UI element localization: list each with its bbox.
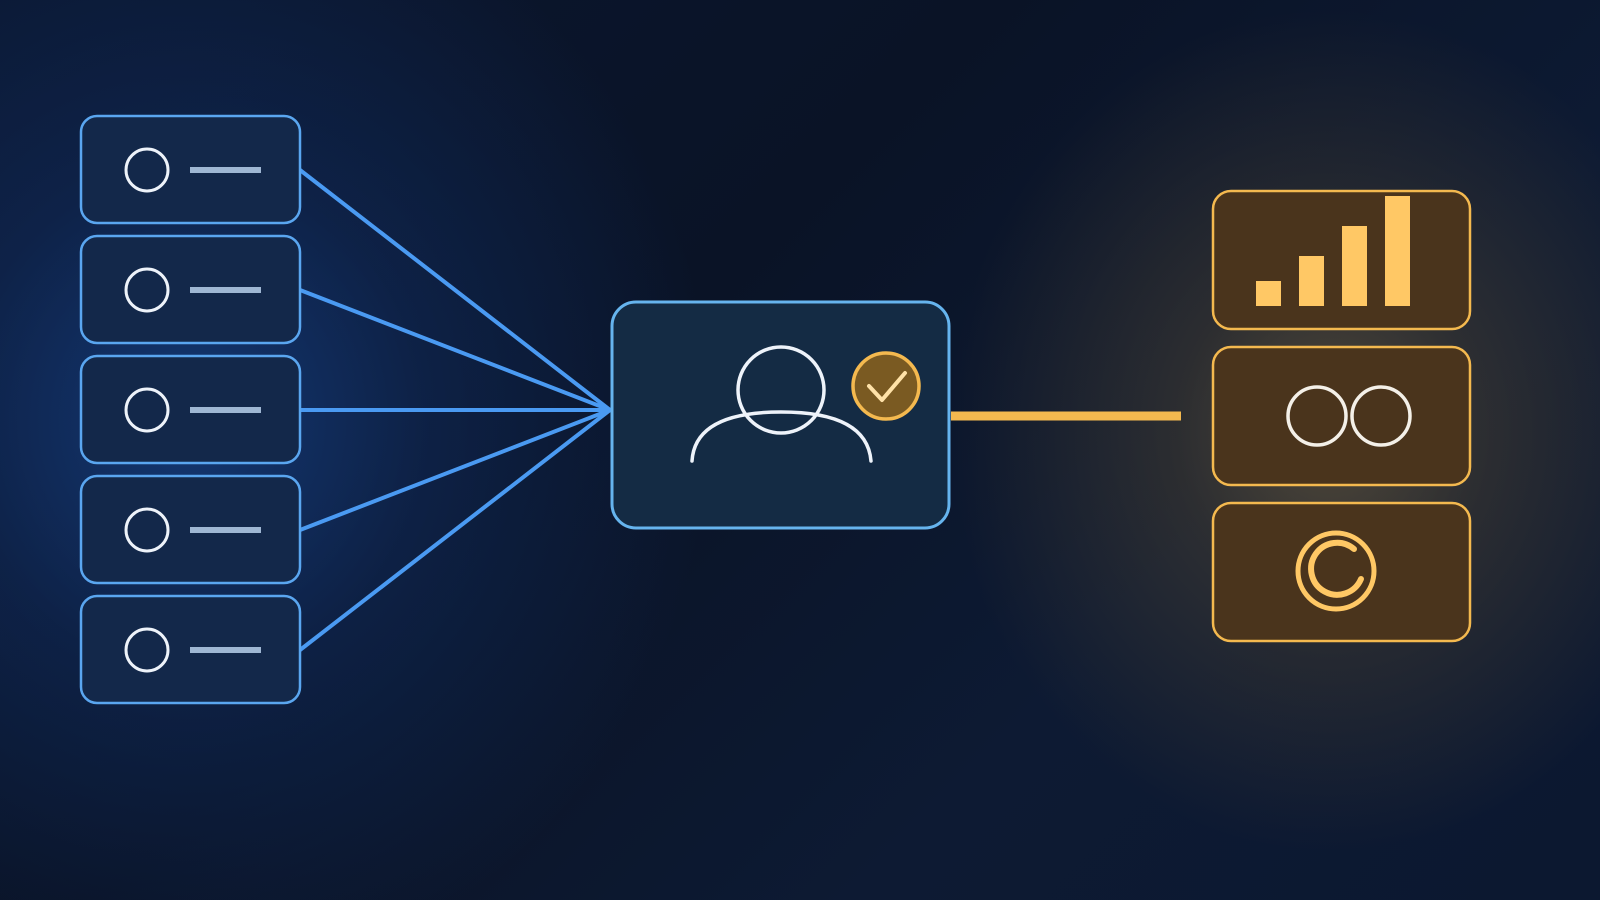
user-icon — [690, 345, 873, 463]
hub-node[interactable] — [610, 300, 951, 530]
source-list — [79, 114, 302, 705]
source-connectors — [298, 168, 612, 652]
source-item[interactable] — [79, 354, 302, 465]
circle-icon — [124, 267, 170, 313]
output-box — [1211, 189, 1472, 331]
circle-icon — [124, 147, 170, 193]
source-item[interactable] — [79, 234, 302, 345]
circle-icon — [124, 507, 170, 553]
source-item[interactable] — [79, 594, 302, 705]
connector-line — [298, 168, 612, 412]
output-list — [1211, 189, 1472, 643]
bar-chart-icon — [1256, 196, 1410, 306]
output-box — [1211, 345, 1472, 487]
refresh-icon — [1295, 530, 1377, 612]
check-badge-icon — [851, 351, 921, 421]
circle-icon — [124, 627, 170, 673]
source-item[interactable] — [79, 474, 302, 585]
connector-line — [298, 408, 612, 652]
connector-line — [298, 288, 612, 412]
source-item[interactable] — [79, 114, 302, 225]
two-circles-icon — [1286, 385, 1412, 447]
output-item[interactable] — [1211, 501, 1472, 643]
output-item[interactable] — [1211, 189, 1472, 331]
hub-box — [610, 300, 951, 530]
output-item[interactable] — [1211, 345, 1472, 487]
circle-icon — [124, 387, 170, 433]
connector-line — [298, 408, 612, 532]
output-box — [1211, 501, 1472, 643]
